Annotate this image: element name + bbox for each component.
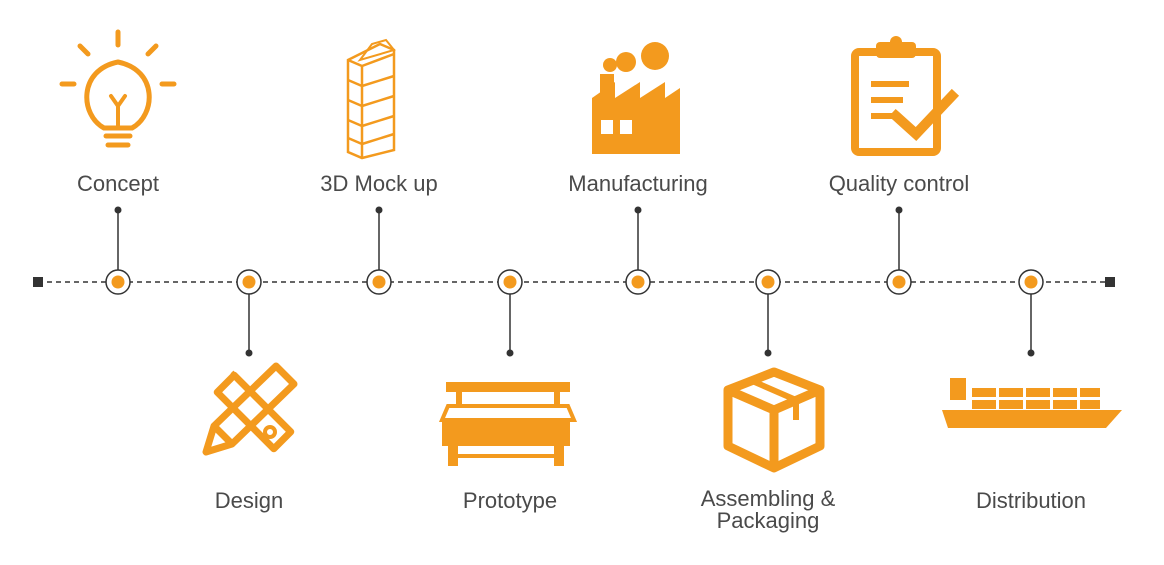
connector-end-dot	[634, 206, 642, 214]
timeline-node	[886, 206, 912, 295]
step-label: 3D Mock up	[320, 171, 438, 196]
step-label: Manufacturing	[568, 171, 708, 196]
step-label: Prototype	[462, 488, 558, 513]
cargo-ship-icon	[942, 378, 1122, 428]
timeline-node	[236, 269, 262, 357]
connector-end-dot	[506, 349, 514, 357]
node-core	[1024, 275, 1038, 289]
factory-icon	[592, 42, 680, 154]
step-label: Design	[214, 488, 284, 513]
step-label: Distribution	[975, 488, 1087, 513]
node-core	[892, 275, 906, 289]
step-label: Quality control	[828, 171, 970, 196]
connector-end-dot	[895, 206, 903, 214]
node-core	[761, 275, 775, 289]
timeline-node	[366, 206, 392, 295]
timeline-node	[497, 269, 523, 357]
timeline-node	[755, 269, 781, 357]
timeline-node	[105, 206, 131, 295]
ruler-pencil-icon	[202, 362, 298, 456]
node-core	[242, 275, 256, 289]
node-core	[111, 275, 125, 289]
cutting-machine-icon	[438, 382, 578, 466]
connector-end-dot	[375, 206, 383, 214]
connector-end-dot	[114, 206, 122, 214]
connector-end-dot	[764, 349, 772, 357]
package-box-icon	[723, 367, 825, 473]
clipboard-check-icon	[851, 36, 960, 156]
timeline-start-marker	[33, 277, 43, 287]
node-core	[503, 275, 517, 289]
connector-end-dot	[245, 349, 253, 357]
lightbulb-icon	[59, 29, 177, 148]
connector-end-dot	[1027, 349, 1035, 357]
step-label: Assembling & Packaging	[700, 486, 836, 533]
node-core	[631, 275, 645, 289]
display-shelf-icon	[346, 38, 396, 160]
step-label: Concept	[77, 171, 159, 196]
node-core	[372, 275, 386, 289]
timeline-node	[625, 206, 651, 295]
timeline-end-marker	[1105, 277, 1115, 287]
timeline-node	[1018, 269, 1044, 357]
